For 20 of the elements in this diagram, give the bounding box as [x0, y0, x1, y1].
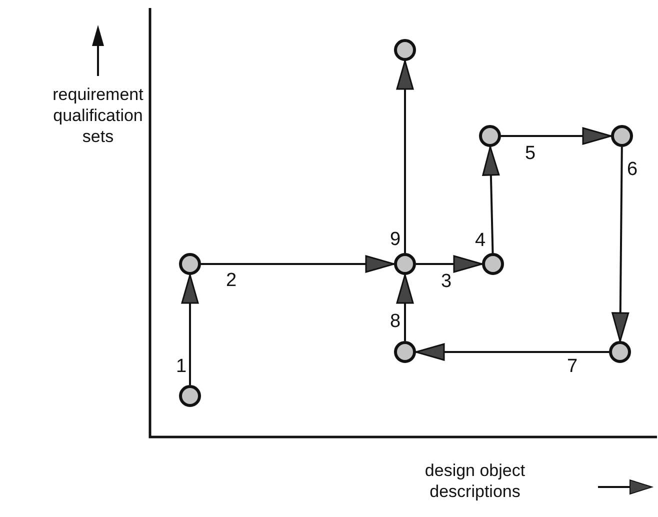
circle-node — [179, 253, 201, 275]
arrow — [612, 147, 630, 342]
axis-label: design object descriptions — [424, 460, 526, 502]
circle-node — [179, 385, 201, 407]
arrow — [415, 343, 609, 361]
circle-node — [394, 39, 416, 61]
circle-node — [394, 253, 416, 275]
circle-node — [482, 253, 504, 275]
arrow — [181, 274, 199, 385]
arrow — [416, 255, 483, 273]
arrow — [501, 127, 612, 145]
arrow — [201, 255, 395, 273]
circle-node — [609, 341, 631, 363]
arrow — [482, 146, 500, 254]
axis-label: requirement qualification sets — [52, 84, 144, 147]
circle-node — [394, 341, 416, 363]
arrow — [396, 274, 414, 341]
circle-node — [479, 125, 501, 147]
circle-node — [611, 125, 633, 147]
arrow — [396, 60, 414, 253]
